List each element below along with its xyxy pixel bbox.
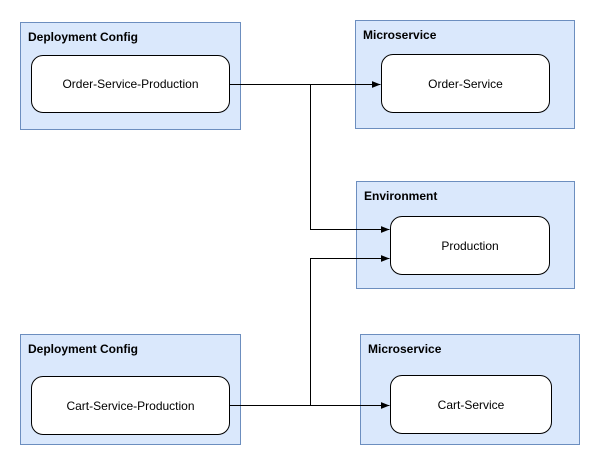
node-label: Cart-Service <box>437 397 505 412</box>
node-label: Cart-Service-Production <box>66 398 195 413</box>
container-title: Environment <box>364 189 438 203</box>
node-order-service-production: Order-Service-Production <box>31 55 230 113</box>
node-order-service: Order-Service <box>381 54 550 113</box>
node-label: Order-Service <box>428 76 503 91</box>
node-cart-service: Cart-Service <box>390 375 552 434</box>
node-label: Order-Service-Production <box>62 77 199 91</box>
node-production: Production <box>390 216 550 275</box>
node-cart-service-production: Cart-Service-Production <box>31 376 230 435</box>
container-title: Microservice <box>368 342 442 356</box>
container-title: Deployment Config <box>28 342 138 356</box>
container-title: Deployment Config <box>28 30 138 44</box>
node-label: Production <box>441 238 499 253</box>
container-title: Microservice <box>363 28 437 42</box>
